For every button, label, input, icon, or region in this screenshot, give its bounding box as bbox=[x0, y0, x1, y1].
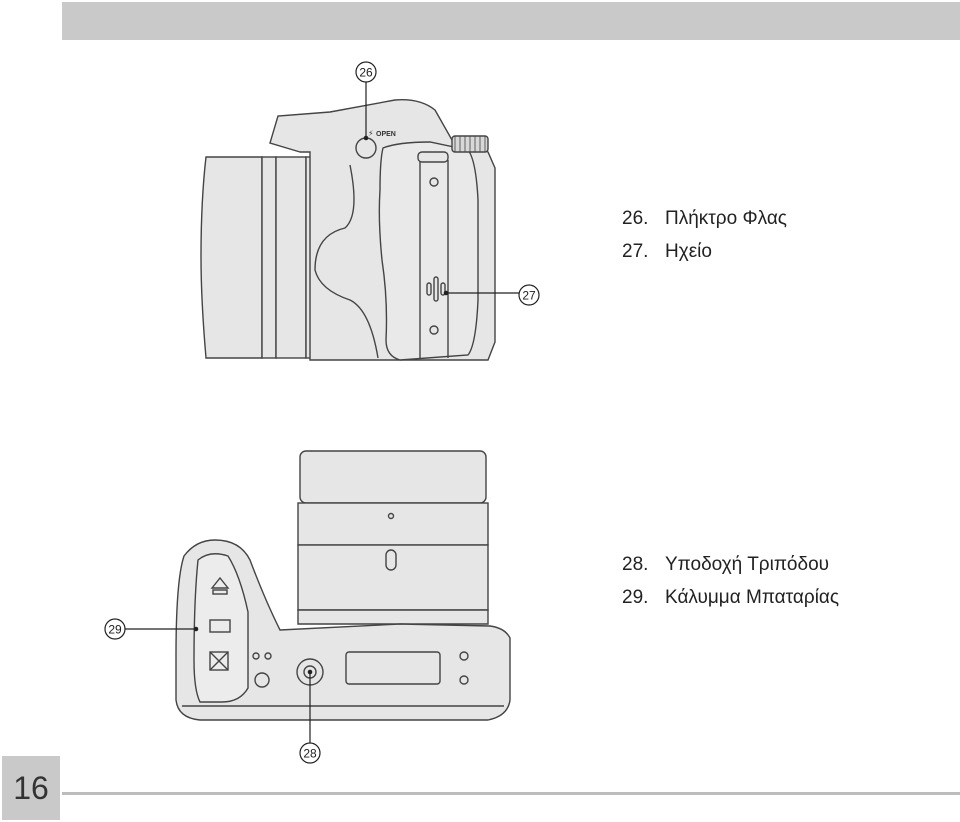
legend-item: 28. Υποδοχή Τριπόδου bbox=[622, 548, 839, 581]
camera-side-view bbox=[200, 99, 496, 361]
legend-item-label: Ηχείο bbox=[665, 241, 712, 262]
callout-28-number: 28 bbox=[303, 747, 317, 761]
legend-top: 26. Πλήκτρο Φλας 27. Ηχείο bbox=[622, 202, 787, 268]
legend-item-label: Υποδοχή Τριπόδου bbox=[665, 554, 830, 575]
legend-item-label: Κάλυμμα Μπαταρίας bbox=[665, 587, 840, 608]
legend-item-number: 28. bbox=[622, 554, 649, 575]
callout-26-number: 26 bbox=[359, 66, 373, 80]
callout-27-number: 27 bbox=[522, 289, 536, 303]
callout-26: 26 bbox=[355, 61, 377, 141]
flash-open-label: OPEN bbox=[376, 131, 396, 138]
legend-item: 29. Κάλυμμα Μπαταρίας bbox=[622, 581, 839, 614]
page-number: 16 bbox=[13, 769, 49, 806]
callout-29-number: 29 bbox=[108, 623, 122, 637]
legend-bottom: 28. Υποδοχή Τριπόδου 29. Κάλυμμα Μπαταρί… bbox=[622, 548, 839, 614]
legend-item: 27. Ηχείο bbox=[622, 235, 787, 268]
callout-29: 29 bbox=[104, 618, 199, 640]
legend-item-label: Πλήκτρο Φλας bbox=[665, 208, 787, 229]
legend-item-number: 26. bbox=[622, 208, 649, 229]
page-number-box: 16 bbox=[2, 756, 60, 820]
camera-bottom-view bbox=[175, 450, 511, 721]
legend-item-number: 27. bbox=[622, 241, 649, 262]
callout-27: 27 bbox=[443, 284, 540, 306]
legend-item-number: 29. bbox=[622, 587, 649, 608]
header-band bbox=[62, 2, 960, 40]
legend-item: 26. Πλήκτρο Φλας bbox=[622, 202, 787, 235]
footer-rule bbox=[62, 792, 960, 795]
flash-icon: ⚡ bbox=[368, 129, 374, 138]
callout-28: 28 bbox=[299, 669, 321, 764]
